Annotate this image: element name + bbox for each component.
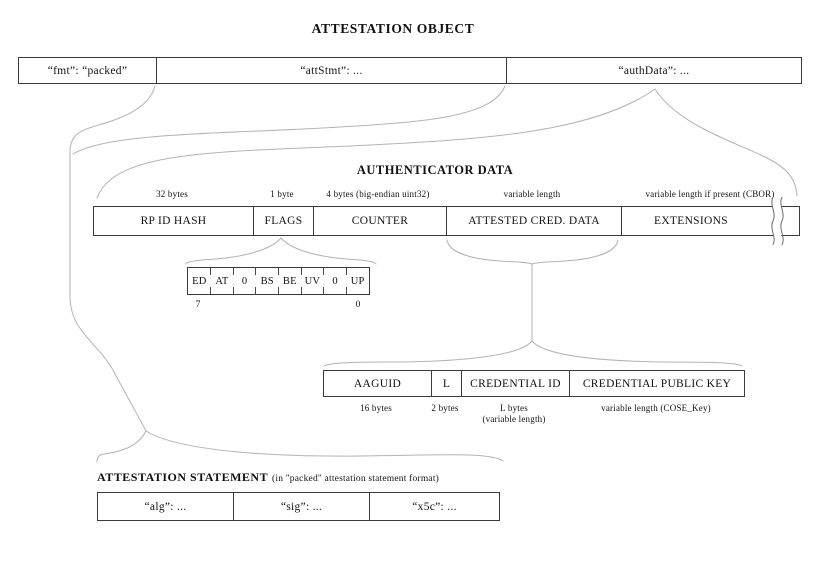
cell-authdata: “authData”: ... [506, 58, 801, 83]
cell-aaguid: AAGUID [353, 377, 402, 390]
size-label-credential-id: L bytes [500, 403, 528, 413]
bit-up: UP [345, 268, 369, 294]
attestation-brace-left [96, 430, 147, 463]
cell-attested-cred-data: ATTESTED CRED. DATA [446, 207, 621, 235]
authdata-brace-left [96, 88, 656, 199]
size-label-extensions: variable length if present (CBOR) [645, 189, 775, 199]
torn-edge [771, 197, 784, 246]
acd-brace-upper-left [446, 239, 533, 265]
cell-extensions: EXTENSIONS [621, 207, 799, 235]
cell-flags: FLAGS [253, 207, 313, 235]
size-label-aaguid: 16 bytes [360, 403, 392, 413]
cell-fmt: “fmt”: “packed” [47, 64, 128, 77]
bit-be: BE [278, 268, 302, 294]
size-label-rpidhash: 32 bytes [156, 189, 188, 199]
size-label-credential-public-key: variable length (COSE_Key) [601, 403, 711, 413]
bit-index-msb: 7 [195, 300, 201, 310]
bit-at: AT [210, 268, 234, 294]
size-label-flags: 1 byte [270, 189, 294, 199]
cell-x5c: “x5c”: ... [369, 493, 499, 520]
bit-uv: UV [300, 268, 324, 294]
flags-bits-box: ED AT 0 BS BE UV 0 UP [187, 267, 370, 295]
cell-counter: COUNTER [313, 207, 446, 235]
cell-credential-id: CREDENTIAL ID [461, 371, 569, 396]
cell-attstmt: “attStmt”: ... [156, 58, 506, 83]
cell-sig: “sig”: ... [233, 493, 369, 520]
attestation-statement-subtitle: (in "packed" attestation statement forma… [272, 474, 440, 484]
bit-rfu1: 0 [232, 268, 256, 294]
authenticator-data-row: RP ID HASH FLAGS COUNTER ATTESTED CRED. … [93, 206, 800, 236]
flags-brace-right [280, 237, 377, 265]
attstmt-left-connector [69, 85, 156, 432]
cell-alg: “alg”: ... [144, 500, 187, 513]
bit-ed: ED [192, 275, 207, 287]
size-label-acd: variable length [503, 189, 561, 199]
authdata-brace-right [654, 88, 798, 197]
attested-cred-data-row: AAGUID L CREDENTIAL ID CREDENTIAL PUBLIC… [323, 370, 745, 397]
cell-l: L [431, 371, 461, 396]
flags-brace-left [185, 237, 282, 265]
size-label-counter: 4 bytes (big-endian uint32) [326, 189, 430, 199]
acd-brace-upper-right [531, 239, 619, 265]
attestation-statement-title: ATTESTATION STATEMENT [97, 470, 269, 484]
cell-credential-public-key: CREDENTIAL PUBLIC KEY [569, 371, 744, 396]
size-label-l: 2 bytes [431, 403, 459, 413]
cell-rpidhash: RP ID HASH [140, 215, 207, 227]
attestation-brace-right [145, 430, 504, 462]
bit-rfu2: 0 [323, 268, 347, 294]
attestation-statement-row: “alg”: ... “sig”: ... “x5c”: ... [97, 492, 500, 521]
size-label-credential-id-2: (variable length) [482, 414, 546, 424]
bit-bs: BS [255, 268, 279, 294]
attstmt-right-connector [72, 85, 506, 155]
acd-brace-lower-left [323, 340, 533, 367]
acd-brace-lower-right [531, 340, 743, 367]
authenticator-data-title: AUTHENTICATOR DATA [356, 163, 514, 177]
bit-index-lsb: 0 [355, 300, 361, 310]
attestation-object-row: “fmt”: “packed” “attStmt”: ... “authData… [18, 57, 802, 84]
page-title: ATTESTATION OBJECT [311, 21, 475, 36]
